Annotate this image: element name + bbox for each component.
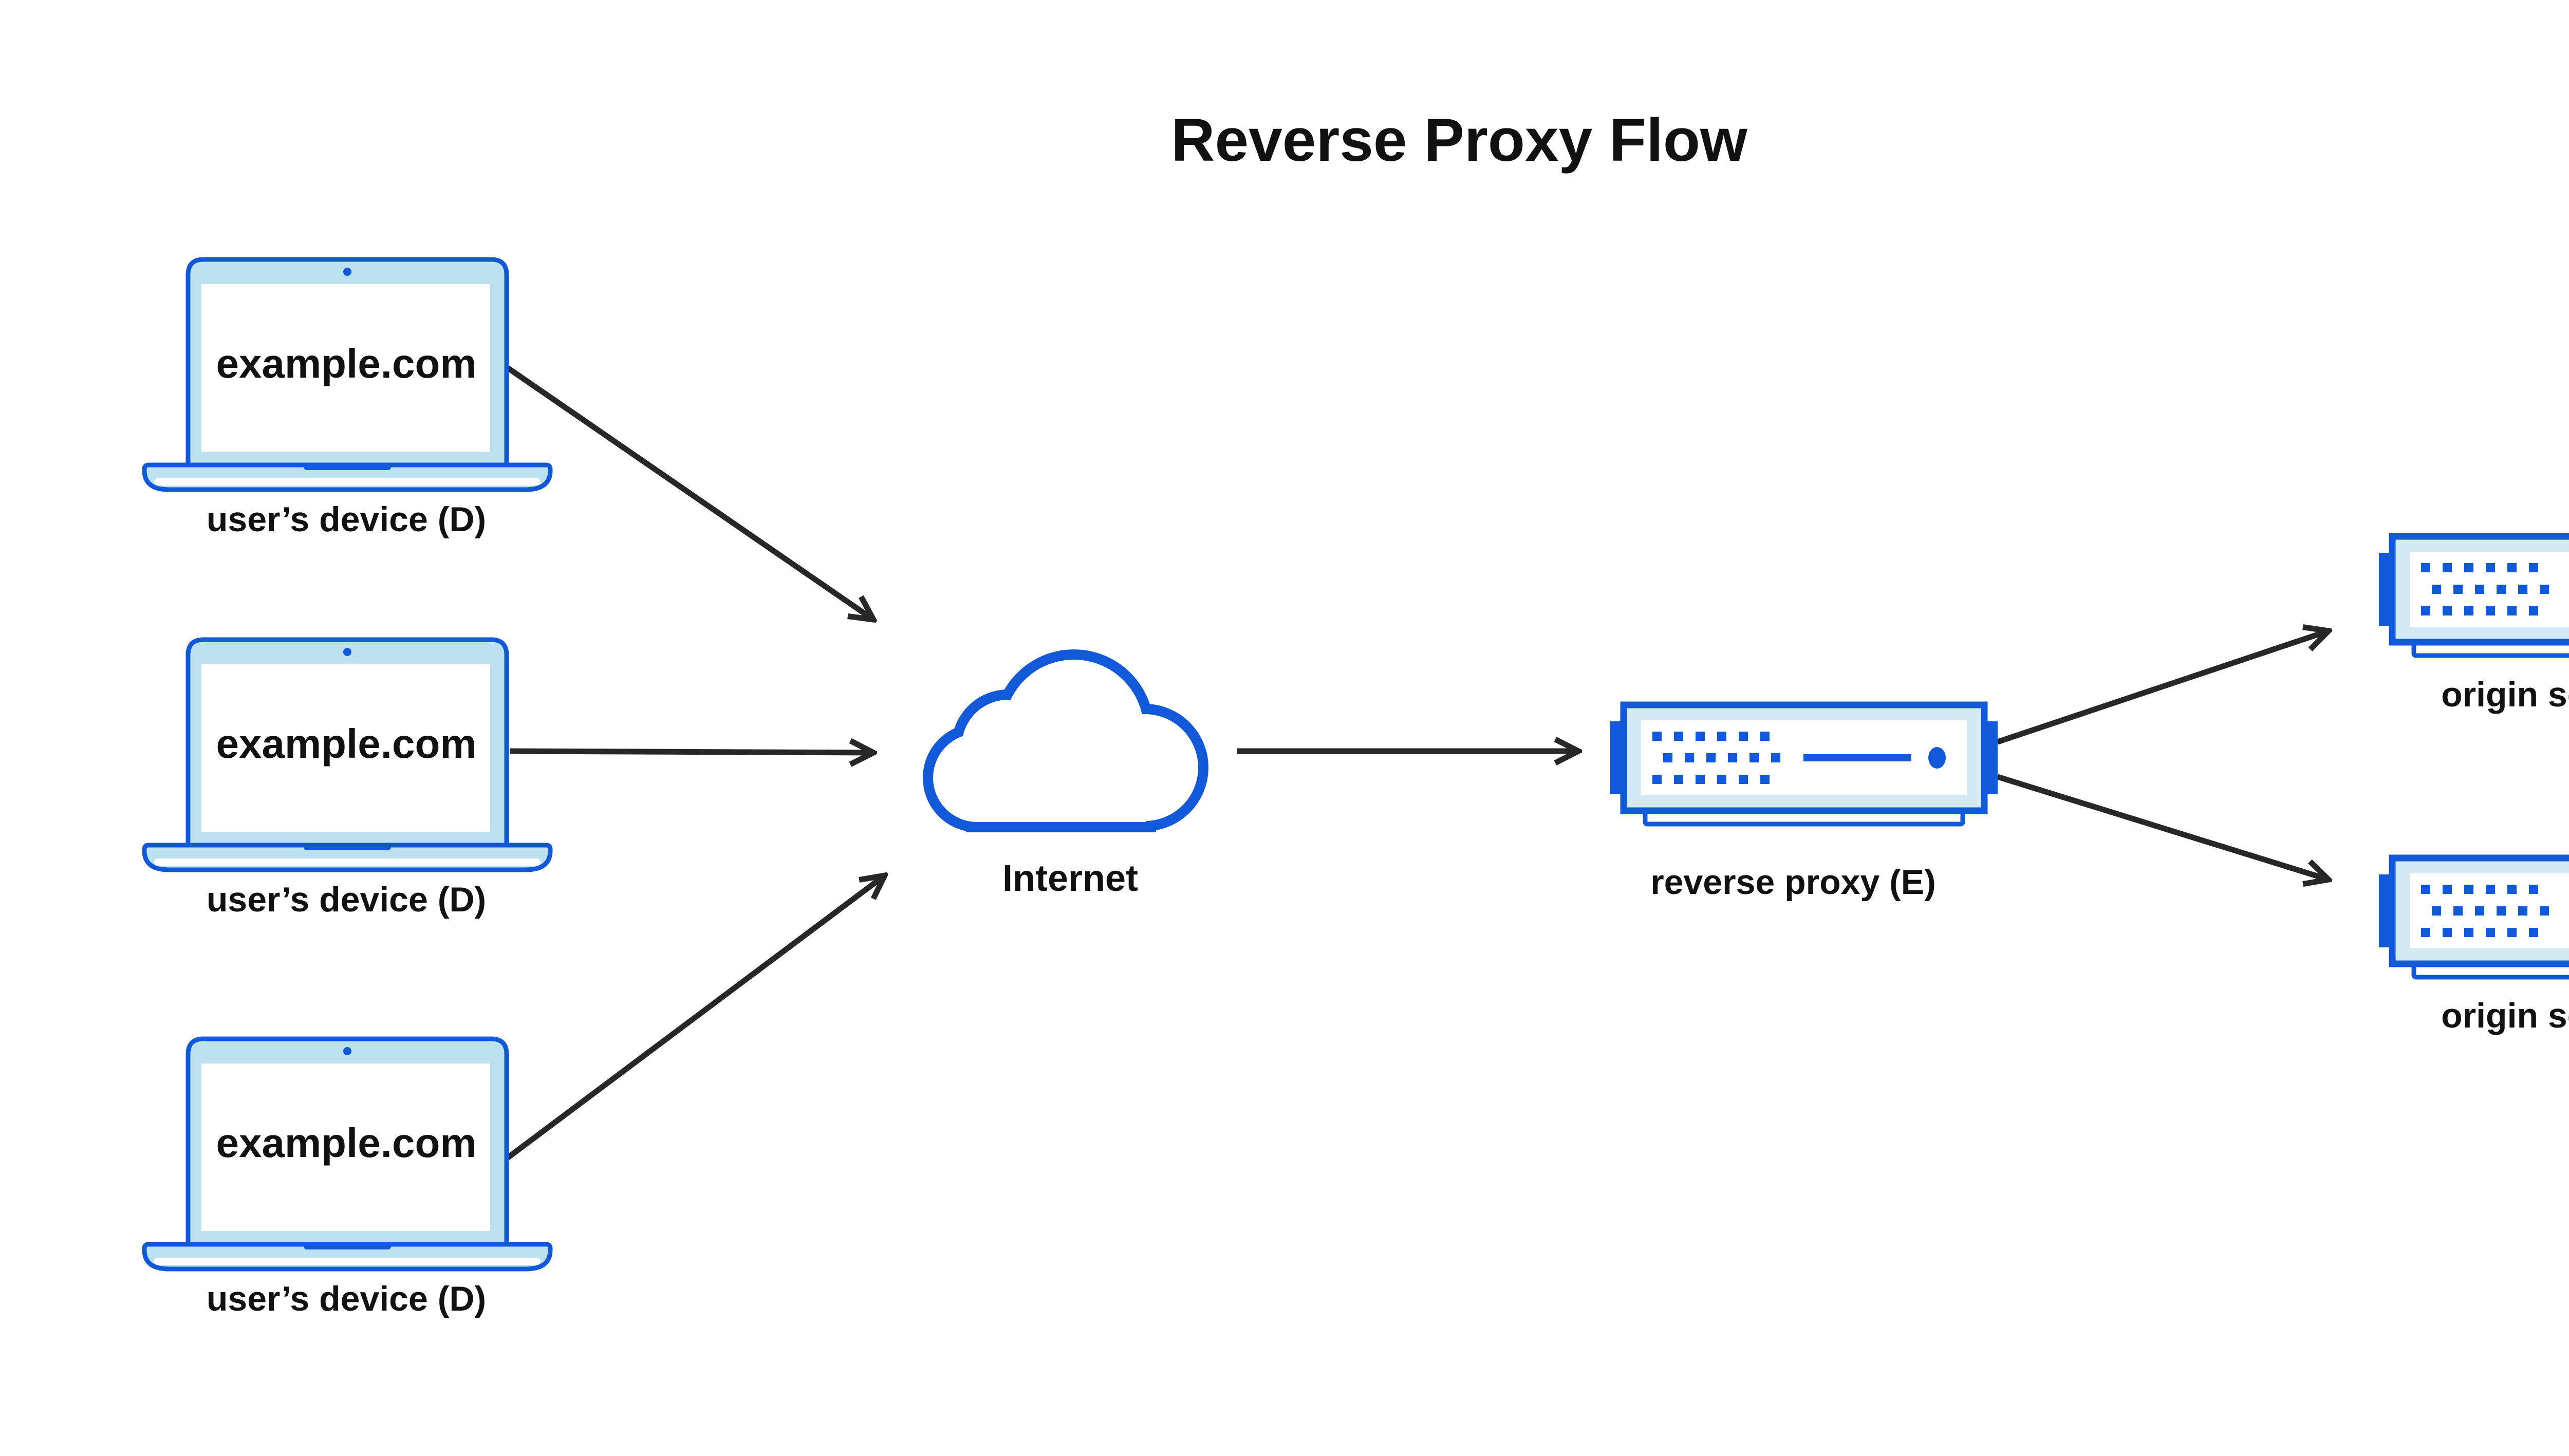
device-screen-text: example.com	[216, 721, 477, 767]
internet-label: Internet	[1002, 858, 1138, 899]
node-internet: Internet	[933, 660, 1198, 899]
server-icon	[1610, 705, 1998, 824]
device-screen-text: example.com	[216, 1120, 477, 1166]
node-reverse-proxy: reverse proxy (E)	[1610, 705, 1998, 902]
device-label: user’s device (D)	[207, 500, 486, 539]
arrow-proxy-to-origin1	[1997, 631, 2329, 745]
device-label: user’s device (D)	[207, 880, 486, 919]
diagram-title: Reverse Proxy Flow	[1171, 106, 1748, 174]
node-user-device-2: example.com user’s device (D)	[144, 640, 550, 919]
cloud-icon	[933, 660, 1198, 822]
flow-arrows	[502, 365, 2329, 1163]
reverse-proxy-label: reverse proxy (E)	[1650, 863, 1936, 902]
device-label: user’s device (D)	[207, 1279, 486, 1318]
server-icon	[2379, 858, 2569, 977]
server-icon	[2379, 536, 2569, 656]
node-user-device-3: example.com user’s device (D)	[144, 1039, 550, 1318]
origin-server-label: origin server (F)	[2441, 675, 2569, 714]
arrow-device1-to-internet	[506, 365, 873, 620]
arrow-proxy-to-origin2	[1997, 774, 2329, 880]
arrow-device3-to-internet	[502, 875, 885, 1163]
arrow-device2-to-internet	[509, 751, 873, 753]
origin-server-label: origin server (F)	[2441, 996, 2569, 1035]
device-screen-text: example.com	[216, 341, 477, 386]
node-origin-server-1: origin server (F)	[2379, 536, 2569, 714]
node-user-device-1: example.com user’s device (D)	[144, 259, 550, 539]
node-origin-server-2: origin server (F)	[2379, 858, 2569, 1035]
